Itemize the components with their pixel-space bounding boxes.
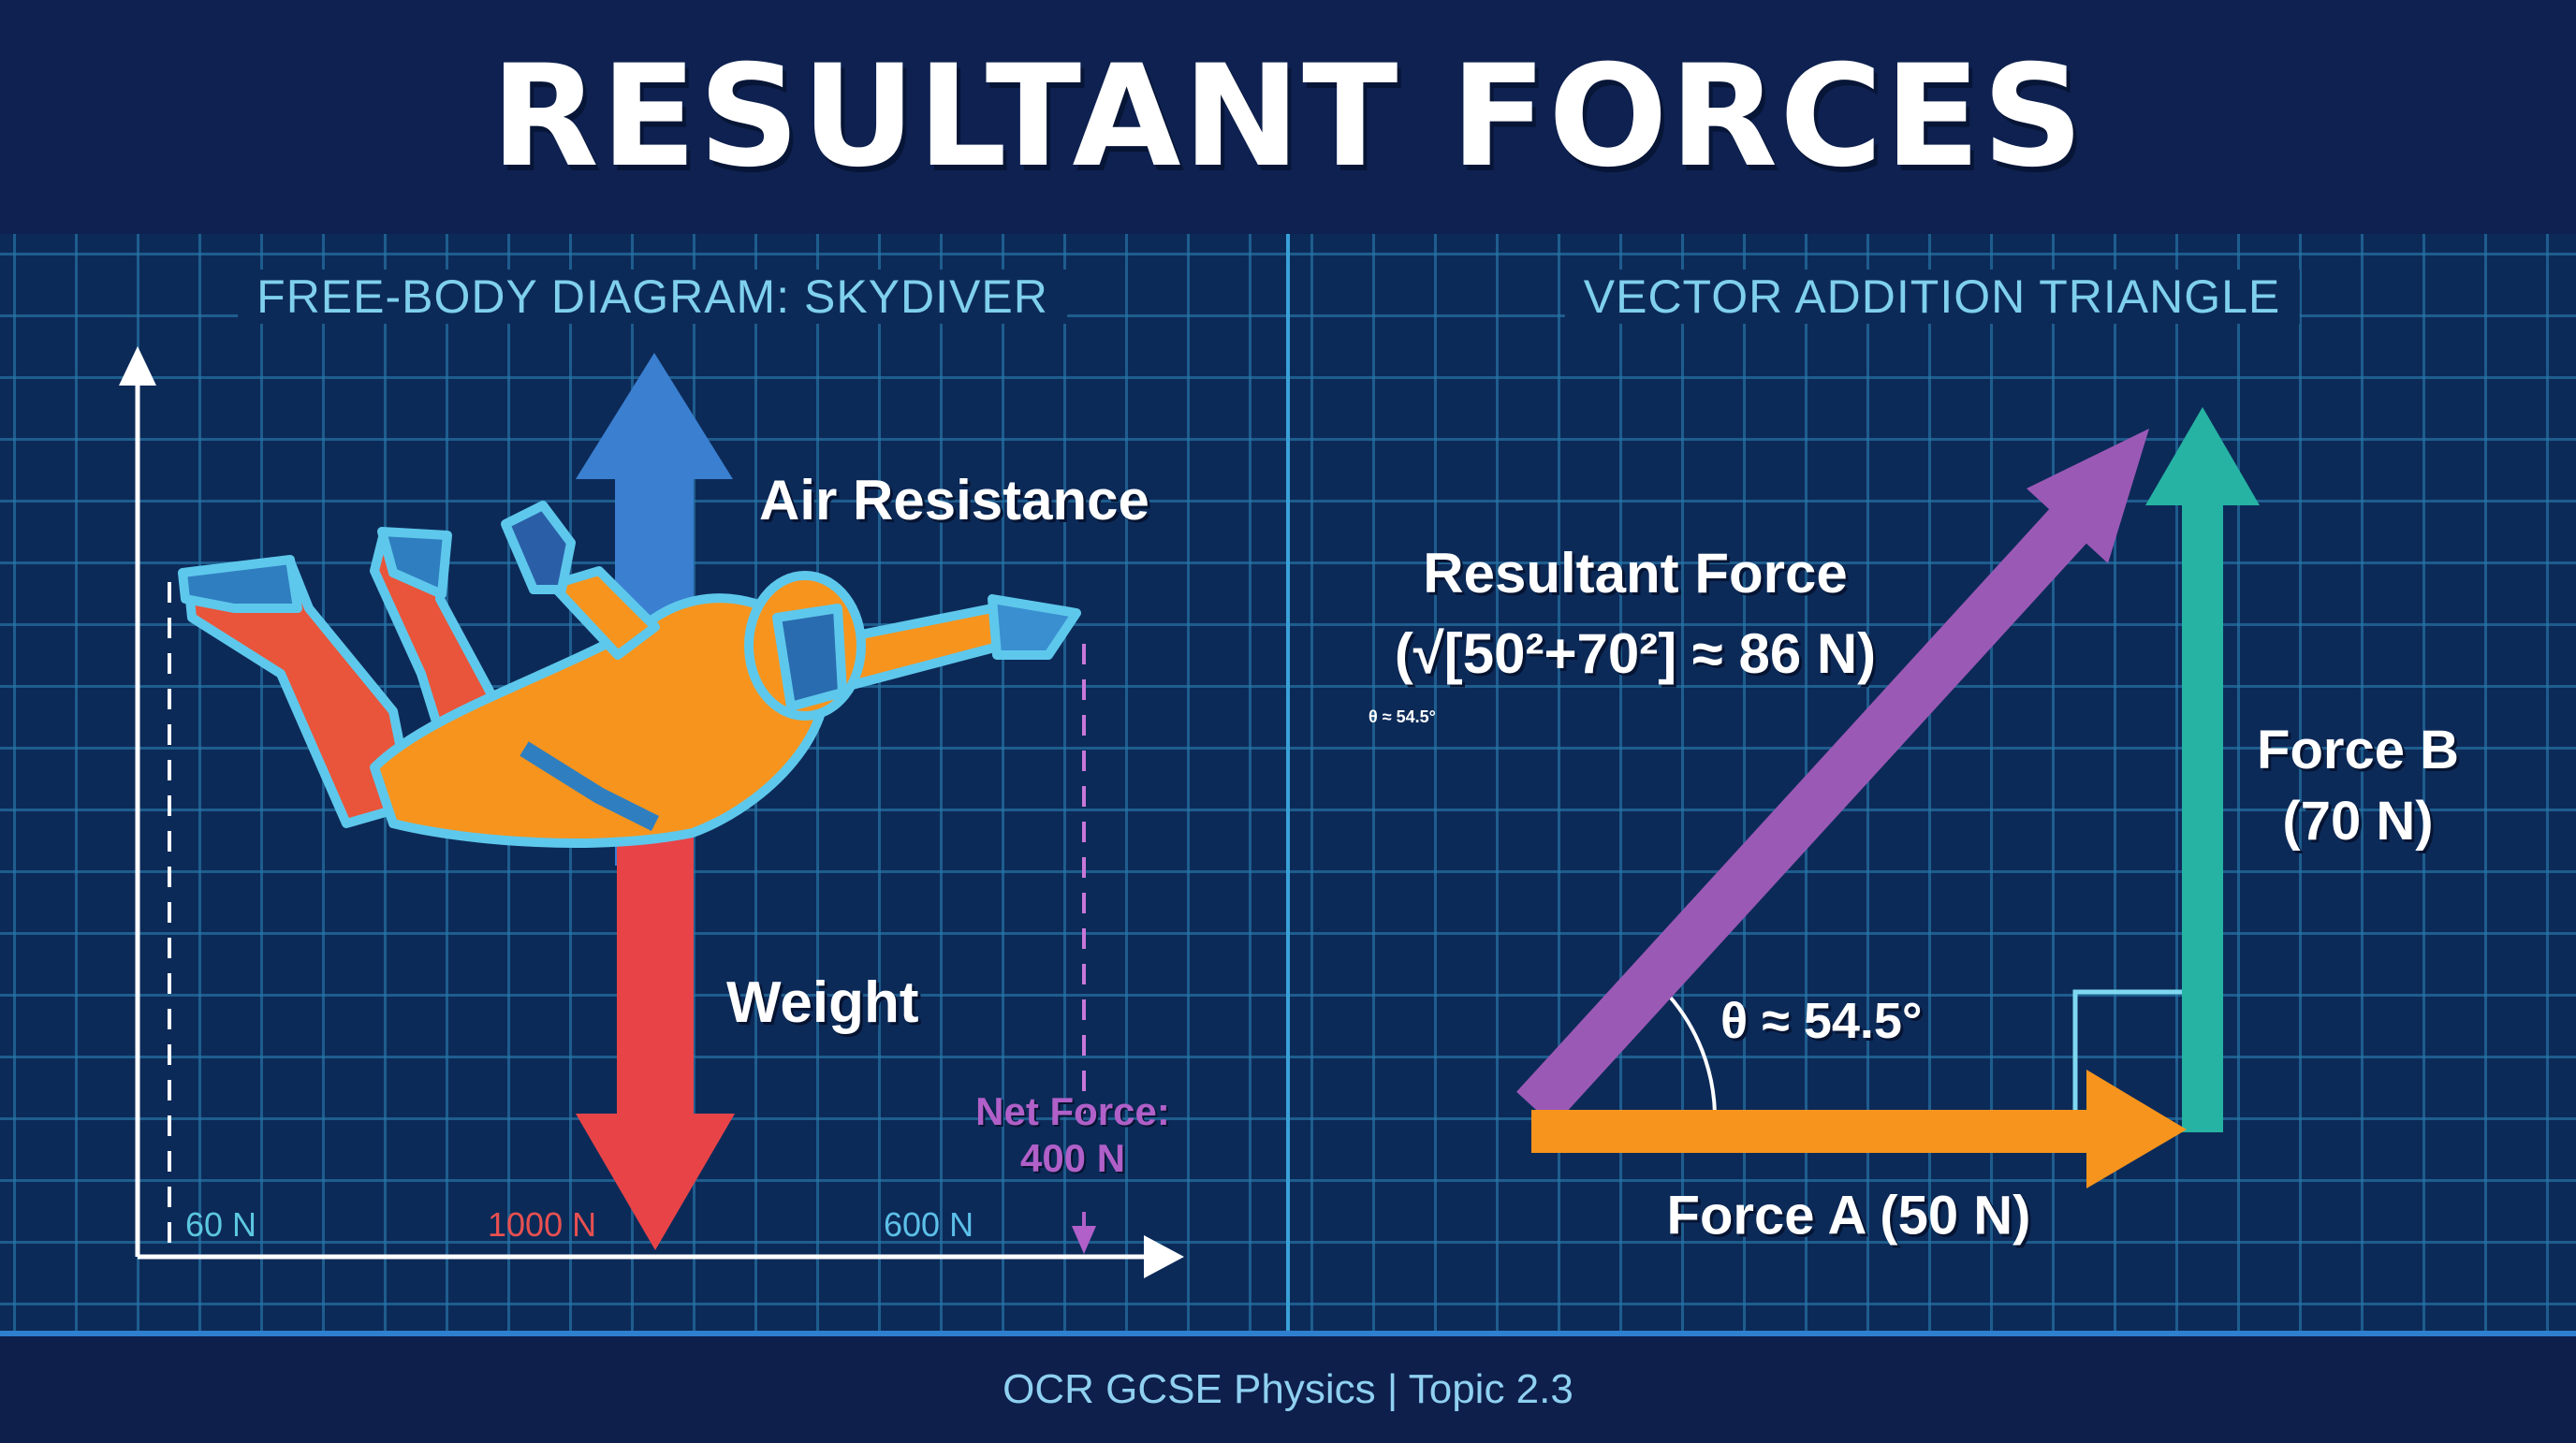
- force-a-label: Force A (50 N): [1666, 1185, 2031, 1246]
- net-force-title: Net Force:: [975, 1089, 1170, 1133]
- panel-divider: [1286, 234, 1290, 1334]
- skydiver-figure: [178, 501, 1081, 848]
- force-b-value: (70 N): [2282, 791, 2434, 852]
- page-title: RESULTANT FORCES: [490, 36, 2086, 198]
- force-b-label: Force B (70 N): [2257, 715, 2459, 857]
- y-axis: [119, 346, 156, 1257]
- net-force-arrow-icon: [1072, 1212, 1096, 1254]
- left-panel-subtitle: FREE-BODY DIAGRAM: SKYDIVER: [238, 270, 1067, 324]
- force-b-arrow: [2145, 407, 2260, 1132]
- right-panel-subtitle: VECTOR ADDITION TRIANGLE: [1564, 270, 2300, 324]
- weight-arrow: [576, 805, 735, 1250]
- angle-arc: [1667, 994, 1717, 1115]
- axis-label-60n: 60 N: [185, 1205, 257, 1244]
- force-b-title: Force B: [2257, 720, 2459, 780]
- axis-label-600n: 600 N: [884, 1205, 974, 1244]
- air-resistance-label: Air Resistance: [759, 469, 1149, 532]
- resultant-force-title: Resultant Force: [1423, 542, 1848, 605]
- right-angle-marker: [2072, 989, 2186, 1114]
- footer-text: OCR GCSE Physics | Topic 2.3: [1003, 1366, 1573, 1412]
- footer: OCR GCSE Physics | Topic 2.3: [0, 1331, 2576, 1443]
- header: RESULTANT FORCES: [0, 0, 2576, 234]
- net-force-value: 400 N: [1019, 1136, 1126, 1180]
- small-angle-note: θ ≈ 54.5°: [1368, 707, 1436, 726]
- angle-label: θ ≈ 54.5°: [1720, 993, 1923, 1049]
- weight-label: Weight: [726, 970, 919, 1035]
- resultant-force-label: Resultant Force (√[50²+70²] ≈ 86 N): [1395, 533, 1876, 694]
- x-axis: [138, 1235, 1184, 1278]
- net-force-label: Net Force: 400 N: [975, 1088, 1170, 1182]
- resultant-force-arrow: [1516, 429, 2149, 1127]
- resultant-force-formula: (√[50²+70²] ≈ 86 N): [1394, 622, 1877, 685]
- axis-label-1000n: 1000 N: [488, 1205, 597, 1244]
- force-a-arrow: [1531, 1070, 2187, 1188]
